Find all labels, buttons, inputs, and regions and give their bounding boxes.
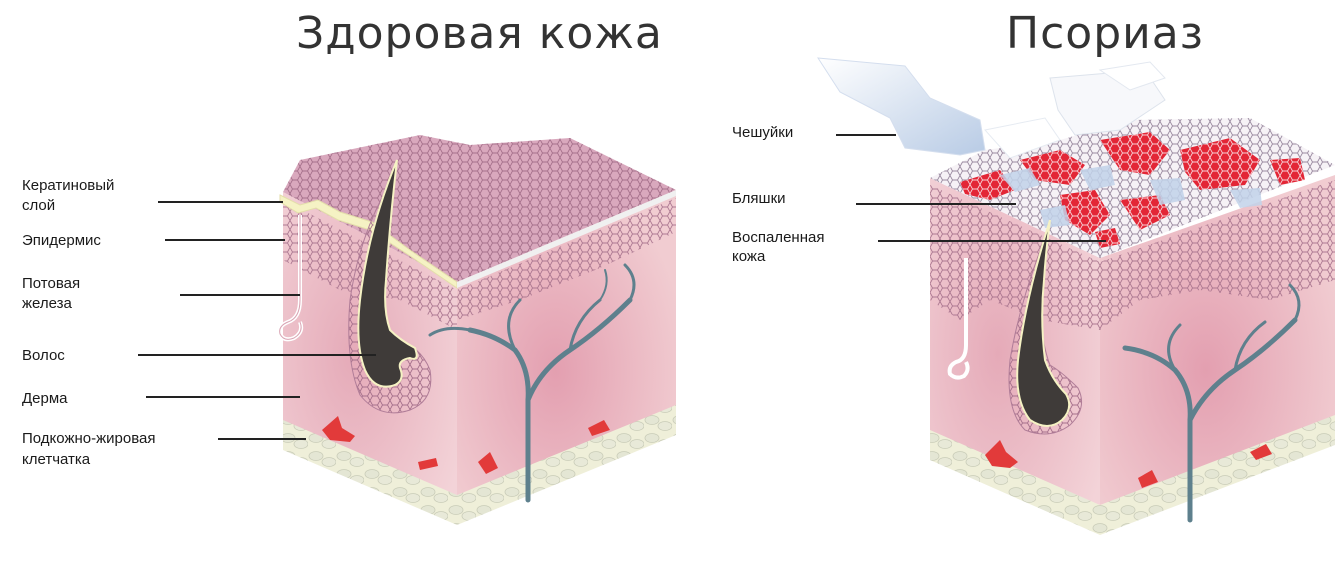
label-sweat-gland-line2: железа (22, 294, 72, 314)
leader-scales (836, 134, 896, 136)
leader-subcutaneous (218, 438, 306, 440)
leader-dermis (146, 396, 300, 398)
leader-sweat-gland (180, 294, 300, 296)
leader-epidermis (165, 239, 285, 241)
label-inflamed-skin-line2: кожа (732, 247, 765, 267)
leader-hair (138, 354, 376, 356)
leader-keratin-layer (158, 201, 283, 203)
scale-flake-1 (818, 58, 985, 155)
title-psoriasis: Псориаз (1006, 8, 1204, 59)
leader-inflamed-skin (878, 240, 1106, 242)
label-dermis: Дерма (22, 389, 68, 409)
label-subcutaneous-line1: Подкожно-жировая (22, 429, 155, 449)
title-healthy-skin: Здоровая кожа (296, 8, 663, 59)
label-hair: Волос (22, 346, 65, 366)
label-sweat-gland-line1: Потовая (22, 274, 80, 294)
label-keratin-layer-line1: Кератиновый (22, 176, 114, 196)
label-keratin-layer-line2: слой (22, 196, 55, 216)
label-inflamed-skin-line1: Воспаленная (732, 228, 824, 248)
healthy-skin-block (280, 135, 676, 525)
label-plaques: Бляшки (732, 189, 786, 209)
label-scales: Чешуйки (732, 123, 793, 143)
label-epidermis: Эпидермис (22, 231, 101, 251)
label-subcutaneous-line2: клетчатка (22, 450, 90, 470)
psoriasis-skin-block (930, 118, 1335, 535)
leader-plaques (856, 203, 1016, 205)
